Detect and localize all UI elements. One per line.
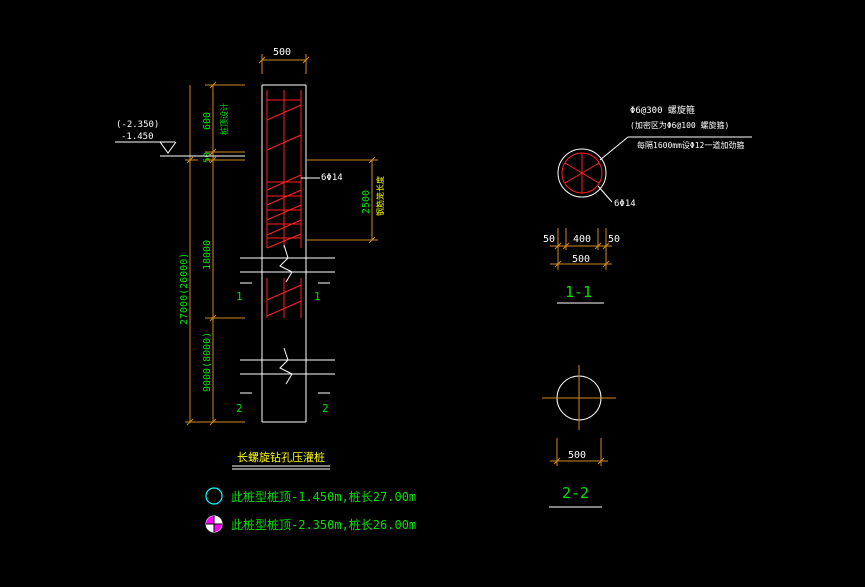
right-dimension-2500 — [306, 156, 378, 244]
section-1-dimension — [550, 228, 612, 270]
note-top-label: 桩顶设计 — [219, 103, 229, 135]
legend-circle-quadrant-icon — [205, 515, 223, 533]
legend-item-1: 此桩型桩顶-1.450m,桩长27.00m — [231, 489, 416, 504]
note-cage-label: 钢筋笼长度 — [375, 176, 385, 216]
elevation-level-alt: (-2.350) — [116, 120, 159, 130]
section-2-mark-right: 2 — [322, 402, 329, 415]
spiral-label-dense: (加密区为Φ6@100 螺旋箍) — [630, 120, 729, 130]
stirrup-label: 每隔1600mm设Φ12一道加劲箍 — [637, 140, 744, 150]
section-1-mark-right: 1 — [314, 290, 321, 303]
spiral-label: Φ6@300 螺旋箍 — [630, 104, 695, 116]
section-2-2: 500 2-2 — [542, 365, 616, 508]
bar-label-elevation: 6Φ14 — [321, 173, 343, 183]
elevation-level: -1.450 — [121, 132, 154, 142]
section-2-mark-left: 2 — [236, 402, 243, 415]
dim-2500-label: 2500 — [361, 190, 372, 214]
elevation-view: 500 — [115, 47, 385, 470]
reinforcement-cage — [266, 90, 302, 318]
section-2-centerlines — [542, 365, 616, 430]
dim-600-label: 600 — [202, 112, 213, 130]
section-1-dim-left: 50 — [543, 234, 555, 245]
elevation-symbol — [115, 141, 245, 157]
pile-outline — [261, 84, 307, 423]
section-1-pile-outline — [557, 148, 607, 198]
top-width-label: 500 — [273, 47, 291, 58]
section-1-mark-left: 1 — [236, 290, 243, 303]
section-2-title: 2-2 — [562, 484, 589, 502]
section-1-dim-total: 500 — [572, 254, 590, 265]
bar-label-section: 6Φ14 — [614, 199, 636, 209]
section-1-1: Φ6@300 螺旋箍 (加密区为Φ6@100 螺旋箍) 每隔1600mm设Φ12… — [543, 104, 752, 304]
section-1-dim-mid: 400 — [573, 234, 591, 245]
elevation-title: 长螺旋钻孔压灌桩 — [237, 450, 325, 464]
break-line-1 — [240, 244, 335, 283]
dim-total-label: 27000(26000) — [179, 253, 190, 325]
legend: 此桩型桩顶-1.450m,桩长27.00m 此桩型桩顶-2.350m,桩长26.… — [205, 487, 416, 533]
dim-bottom-label: 9000(8000) — [202, 332, 213, 392]
left-dimension-lines — [185, 81, 245, 426]
section-1-leaders — [597, 136, 752, 203]
break-line-2 — [240, 347, 335, 385]
legend-item-2: 此桩型桩顶-2.350m,桩长26.00m — [231, 517, 416, 532]
legend-circle-cyan-icon — [205, 487, 223, 505]
section-1-bars — [564, 153, 600, 193]
section-1-title: 1-1 — [565, 283, 592, 301]
dim-50-label: 50 — [203, 152, 213, 163]
section-cut-marks — [240, 282, 330, 394]
top-width-dimension — [258, 54, 310, 74]
dim-18000-label: 18000 — [202, 240, 213, 270]
section-1-dim-right: 50 — [608, 234, 620, 245]
section-2-dimension — [550, 438, 608, 466]
section-2-dim-total: 500 — [568, 450, 586, 461]
